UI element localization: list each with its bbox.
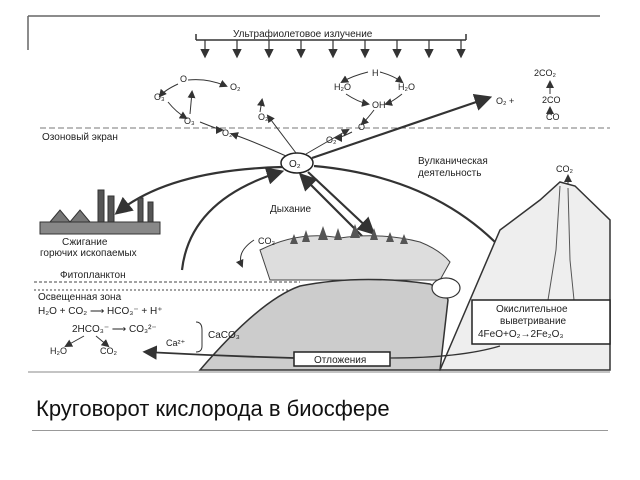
o2-plus-label: O₂ +: [496, 96, 514, 106]
weathering-pocket: [431, 277, 461, 299]
o3-label: O₃: [154, 92, 165, 102]
caption: Круговорот кислорода в биосфере: [36, 396, 390, 421]
caption-divider: [32, 430, 608, 431]
o-label-a: O: [180, 74, 187, 84]
arrow-respiration-to-o2: [298, 172, 363, 237]
arrow-co2-land-loop: [235, 239, 255, 268]
two-co-label: 2CO: [542, 95, 561, 105]
ca-label: Ca²⁺: [166, 338, 186, 348]
equation-2: 2HCO₃⁻ ⟶ CO₃²⁻: [72, 324, 157, 335]
co2-land-label: CO₂: [258, 236, 276, 246]
oxidative-weathering-box: [471, 299, 611, 345]
o2-label-b: O₂: [258, 112, 269, 122]
o-small-label: O: [358, 122, 365, 132]
arrow-o2-to-burning: [114, 165, 283, 215]
deposits-box: [293, 351, 391, 367]
co-label: CO: [546, 112, 560, 122]
lit-zone-label: Освещенная зона: [38, 292, 122, 303]
forest-landscape: [259, 224, 451, 281]
co2-volcano-label: CO₂: [556, 164, 574, 174]
ozone-screen-label: Озоновый экран: [42, 132, 118, 143]
arrow-deposits: [142, 345, 295, 360]
two-co2-label: 2CO₂: [534, 68, 557, 78]
h-label: H: [372, 68, 379, 78]
central-o2-node: [280, 152, 314, 174]
equation-1: H₂O + CO₂ ⟶ HCO₃⁻ + H⁺: [38, 306, 163, 317]
volcanic-label-2: деятельность: [418, 168, 481, 179]
oxidative-label: Окислительное: [496, 304, 568, 315]
uv-radiation-bar: [195, 34, 467, 59]
caco3-bracket: [195, 321, 203, 353]
arrow-deposits-right: [389, 345, 501, 359]
o2-label-d: O₂: [326, 135, 337, 145]
oxidation-equation: 4FeO+O₂→2Fe₂O₃: [478, 329, 563, 340]
burning-label-2: горючих ископаемых: [40, 248, 137, 259]
uv-label: Ультрафиолетовое излучение: [233, 28, 373, 40]
h2o-bottom-label: H₂O: [50, 346, 67, 356]
oh-label: OH: [372, 100, 386, 110]
arrow-phyto-to-o2: [180, 167, 285, 271]
factory-illustration: [39, 189, 161, 235]
h2o-label-right: H₂O: [398, 82, 415, 92]
o2-label-a: O₂: [230, 82, 241, 92]
burning-label: Сжигание: [62, 237, 108, 248]
o3-label-b: O₃: [184, 116, 195, 126]
volcanic-label: Вулканическая: [418, 156, 488, 167]
respiration-label: Дыхание: [270, 204, 312, 215]
oxidative-label-2: выветривание: [500, 316, 567, 327]
h2o-label-left: H₂O: [334, 82, 351, 92]
phytoplankton-label: Фитопланктон: [60, 270, 126, 281]
caco3-label: CaCO₃: [208, 330, 240, 341]
arrow-o2-to-co: [311, 93, 493, 160]
o2-label-c: O₂: [222, 128, 233, 138]
central-o2-label: O₂: [289, 159, 301, 170]
deposits-label: Отложения: [314, 355, 366, 366]
co2-bottom-label: CO₂: [100, 346, 118, 356]
arrow-o2-to-respiration: [307, 171, 376, 236]
